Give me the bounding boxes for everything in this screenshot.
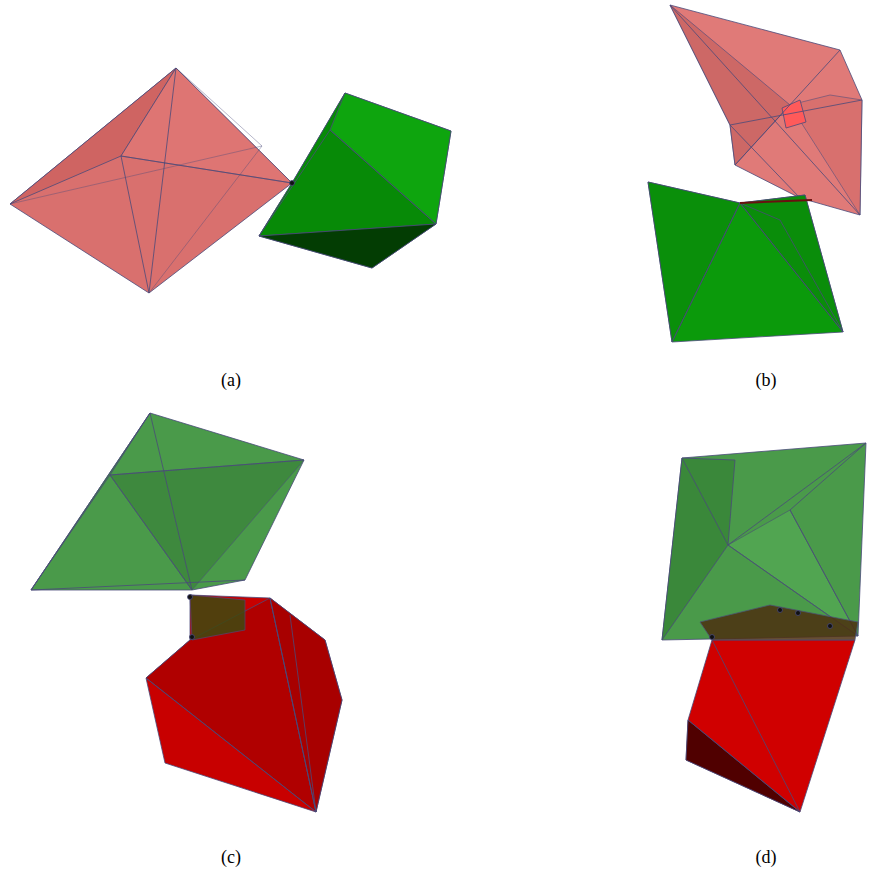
panel-label: (d) [756, 847, 777, 868]
red-octahedron [10, 68, 292, 293]
green-octahedron [648, 182, 843, 342]
panel-label: (c) [221, 847, 241, 868]
panel-label: (a) [221, 370, 241, 391]
panel-label: (b) [756, 370, 777, 391]
red-octahedron [670, 5, 862, 215]
red-octahedron [686, 605, 858, 812]
green-octahedron [31, 413, 304, 590]
green-octahedron [259, 93, 451, 268]
red-octahedron [146, 595, 342, 813]
green-octahedron [662, 443, 866, 640]
